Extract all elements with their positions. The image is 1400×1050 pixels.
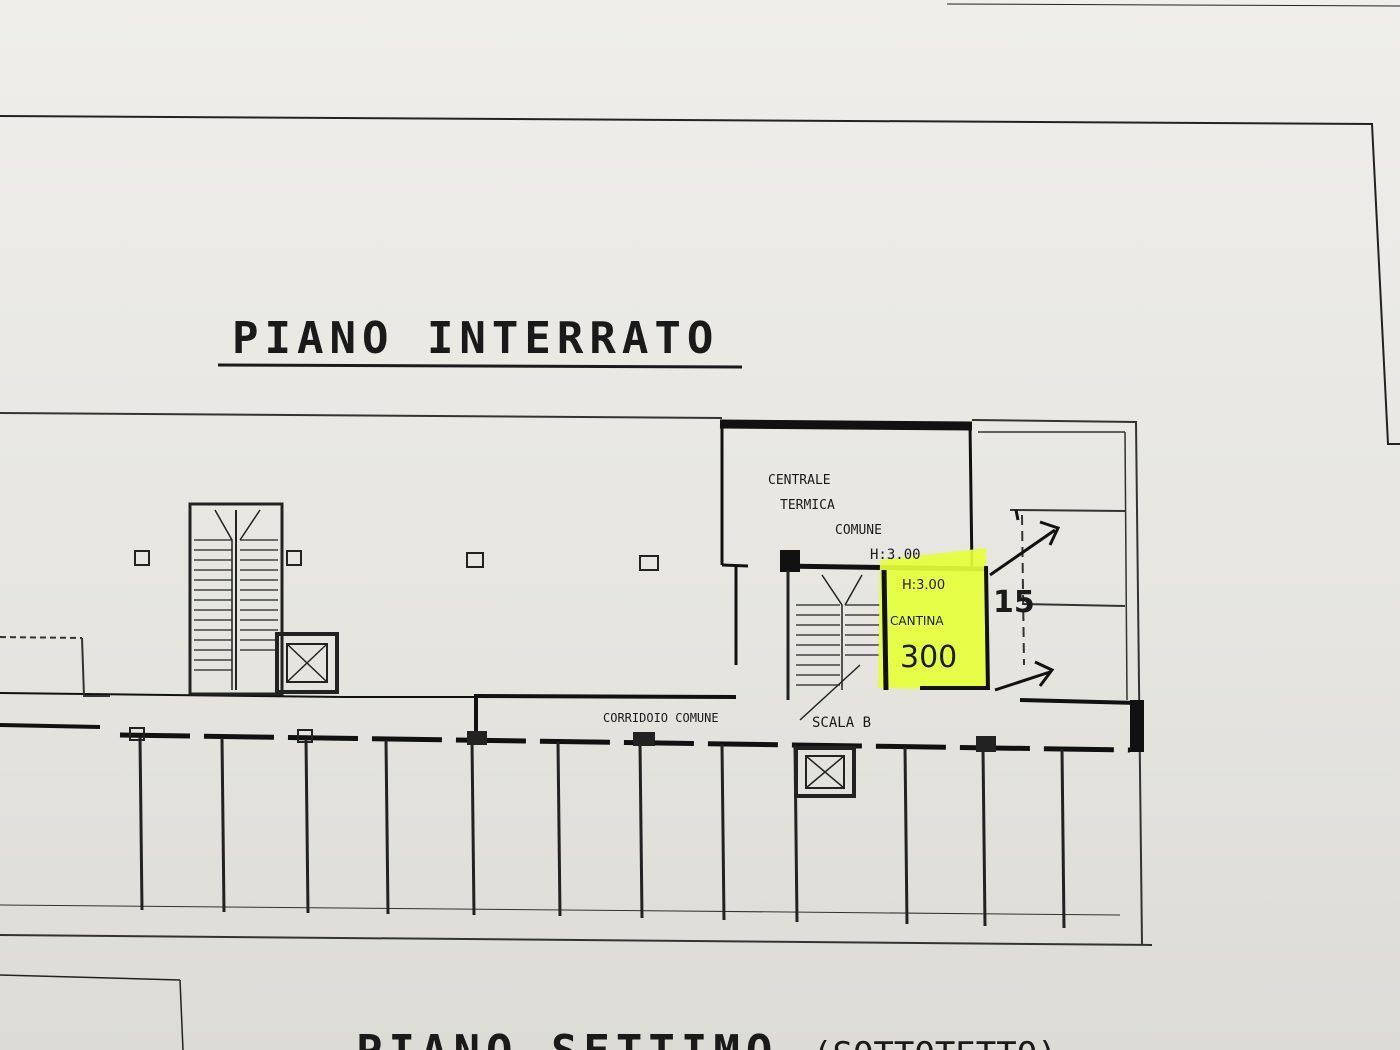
stair-a [188, 502, 284, 696]
corridor-label: CORRIDOIO COMUNE [603, 711, 719, 725]
cellar-label: H:3.00 CANTINA 300 [890, 578, 957, 675]
heating-room-label: CENTRALE TERMICA COMUNE H:3.00 [768, 473, 921, 563]
left-room [0, 636, 110, 697]
stair-b [786, 570, 880, 721]
cellar-name: CANTINA [890, 614, 944, 628]
corridor-walls [0, 692, 1144, 752]
right-rooms [1009, 509, 1126, 666]
bottom-title-suffix: (SOTTOTETTO) [812, 1035, 1058, 1050]
heating-label-line3: COMUNE [835, 523, 882, 538]
arrow-marks [989, 509, 1061, 692]
elevator-b [794, 746, 856, 798]
building-outline [0, 412, 1153, 946]
marker-label: 15 [993, 585, 1035, 620]
bottom-title: PIANO SETTIMO [356, 1026, 778, 1050]
title-underline [217, 363, 743, 369]
plan-title: PIANO INTERRATO [232, 313, 719, 364]
cellar-highlight [878, 548, 990, 690]
elevator-a [275, 632, 339, 694]
cellar-300-walls [881, 565, 990, 691]
cellar-number: 300 [900, 640, 957, 675]
corridor-lower-line [119, 732, 1131, 753]
stair-label: SCALA B [812, 715, 871, 731]
heating-height: H:3.00 [870, 547, 921, 563]
cellar-partitions [138, 736, 1066, 929]
pillars [129, 550, 996, 752]
heating-label-line1: CENTRALE [768, 473, 831, 488]
heating-label-line2: TERMICA [780, 498, 835, 513]
cellar-height: H:3.00 [902, 578, 945, 593]
sheet-frame [0, 3, 1400, 1050]
